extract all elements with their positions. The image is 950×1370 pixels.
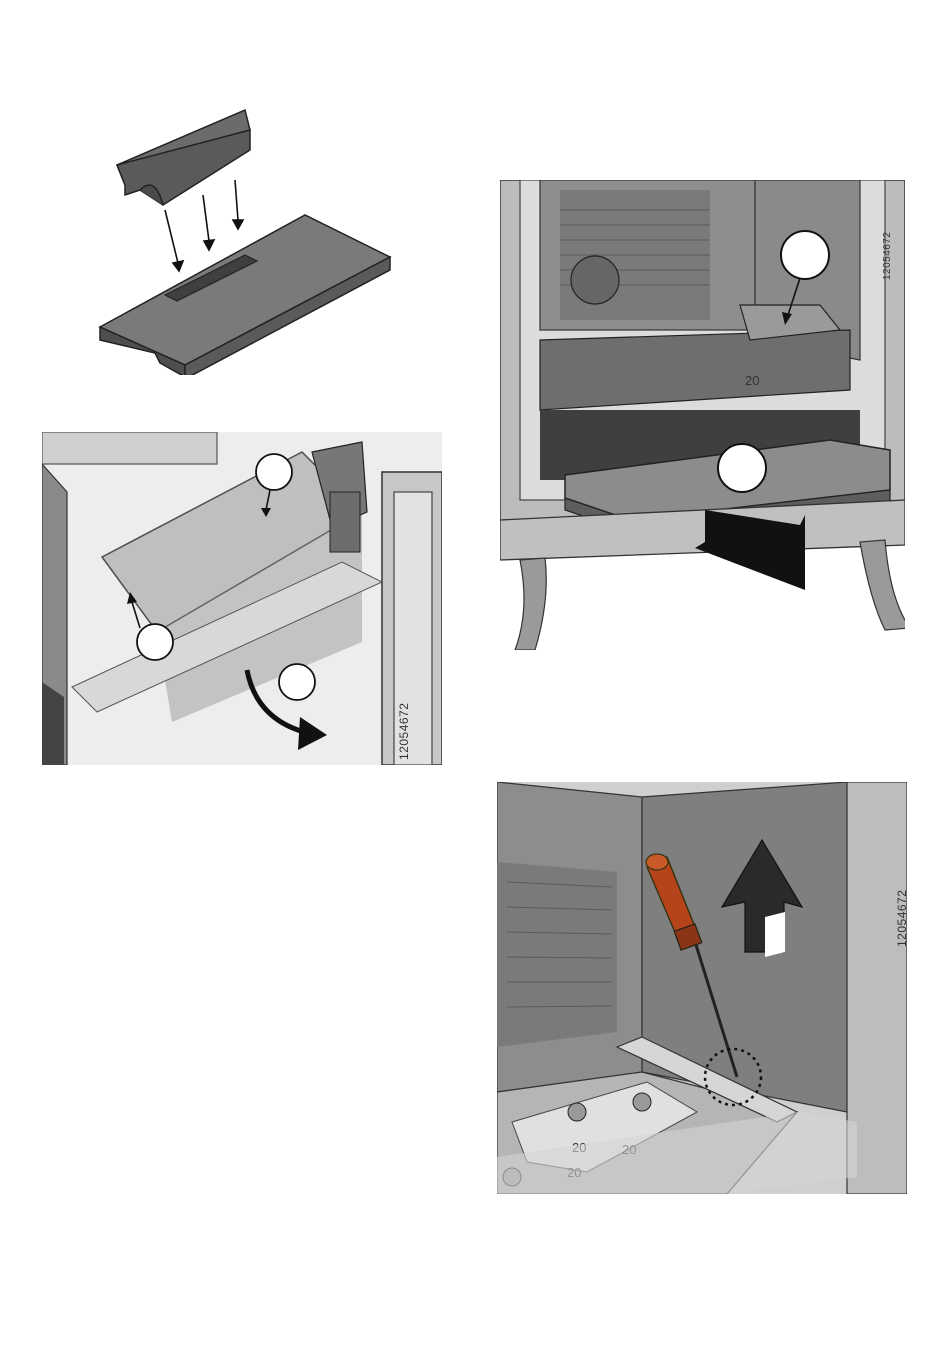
callout-circle-2 (718, 444, 766, 492)
ash-grate-mark: 20 (745, 373, 759, 388)
top-brick (117, 110, 250, 205)
figure-baffle-removal: 12054672 (42, 432, 442, 765)
callout-circle-3 (279, 664, 315, 700)
brick-insert-illustration (95, 95, 395, 375)
bottom-brick (100, 215, 390, 375)
figure-brick-insert (95, 95, 395, 375)
screwdriver-code: 12054672 (895, 890, 907, 947)
screwdriver-illustration: 20 20 20 (497, 782, 907, 1194)
ash-pan-code: 12054672 (882, 232, 893, 281)
callout-circle-2 (137, 624, 173, 660)
baffle-code: 12054672 (397, 703, 411, 760)
callout-circle-1 (781, 231, 829, 279)
figure-ash-pan: 20 12054672 (500, 180, 905, 650)
emblem-icon (571, 256, 619, 304)
figure-screwdriver: 20 20 20 12054672 (497, 782, 907, 1194)
callout-circle-1 (256, 454, 292, 490)
ash-pan-illustration: 20 (500, 180, 905, 650)
baffle-removal-illustration (42, 432, 442, 765)
